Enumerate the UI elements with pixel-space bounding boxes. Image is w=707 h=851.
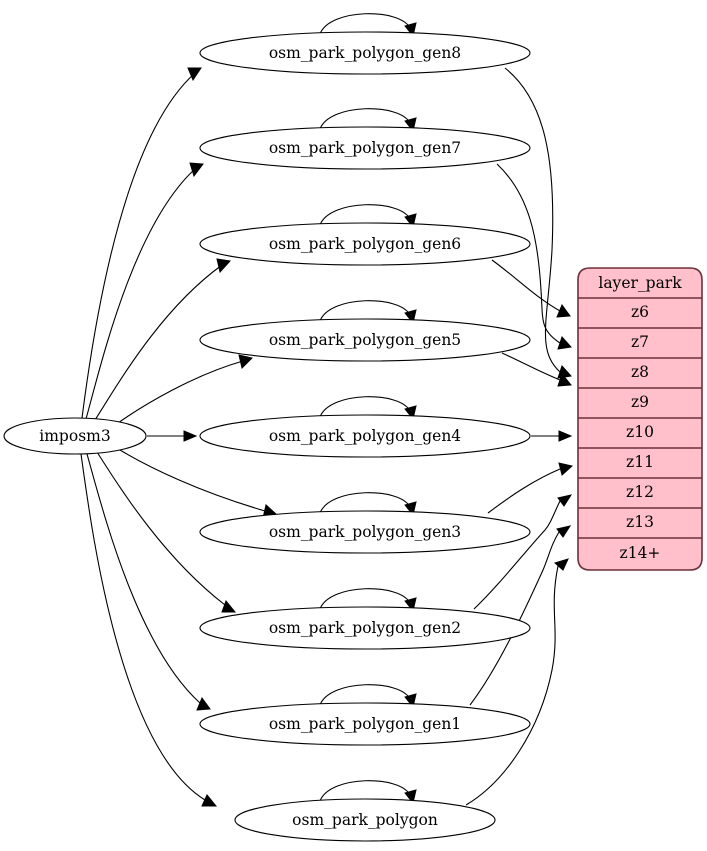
table-row-z11[interactable]: z11 — [578, 453, 702, 479]
table-row-z13[interactable]: z13 — [578, 513, 702, 539]
imposm3-label: imposm3 — [39, 427, 110, 445]
node-gen2[interactable]: osm_park_polygon_gen2 — [199, 606, 531, 650]
gen4-label: osm_park_polygon_gen4 — [269, 427, 461, 445]
gen6-label: osm_park_polygon_gen6 — [269, 235, 461, 253]
node-gen3[interactable]: osm_park_polygon_gen3 — [199, 510, 531, 554]
node-gen5[interactable]: osm_park_polygon_gen5 — [199, 318, 531, 362]
table-row-z6[interactable]: z6 — [578, 303, 702, 329]
table-row-z12[interactable]: z12 — [578, 483, 702, 509]
row-label-z14plus: z14+ — [620, 544, 661, 562]
edge-gen3-to-z11 — [487, 462, 574, 514]
gen2-label: osm_park_polygon_gen2 — [269, 619, 461, 637]
row-label-z7: z7 — [631, 333, 649, 351]
row-label-z9: z9 — [631, 393, 649, 411]
self-loop-gen4 — [319, 396, 417, 421]
node-gen6[interactable]: osm_park_polygon_gen6 — [199, 222, 531, 266]
layer-park-body — [577, 267, 703, 571]
layer-park-header-row[interactable]: layer_park — [578, 274, 702, 299]
edge-imposm3-to-gen3 — [119, 449, 277, 519]
self-loop-base — [319, 780, 417, 805]
edge-imposm3-to-gen1 — [86, 453, 211, 711]
edge-gen5-to-z9 — [501, 352, 572, 387]
row-label-z8: z8 — [631, 363, 649, 381]
edge-imposm3-to-gen7 — [85, 162, 204, 420]
edges-from-imposm3 — [80, 67, 277, 807]
edge-imposm3-to-gen6 — [94, 258, 231, 421]
edges-to-layer-park — [465, 67, 574, 806]
edge-imposm3-to-gen8 — [81, 67, 202, 419]
edge-imposm3-to-gen2 — [96, 451, 237, 613]
gen1-ellipse[interactable] — [199, 702, 531, 746]
edge-gen7-to-z7 — [496, 163, 572, 350]
edge-imposm3-to-gen5 — [117, 354, 253, 424]
edge-gen2-to-z12 — [473, 494, 573, 610]
gen5-label: osm_park_polygon_gen5 — [269, 331, 461, 349]
table-row-z9[interactable]: z9 — [578, 393, 702, 419]
edge-imposm3-to-gen4 — [147, 430, 198, 442]
gen4-ellipse[interactable] — [199, 414, 531, 458]
gen8-ellipse[interactable] — [199, 31, 531, 75]
node-layer-park-table[interactable]: layer_park z6 z7 z8 z9 — [577, 267, 703, 571]
table-row-z10[interactable]: z10 — [578, 423, 702, 449]
table-row-z8[interactable]: z8 — [578, 363, 702, 389]
node-gen4[interactable]: osm_park_polygon_gen4 — [199, 414, 531, 458]
row-label-z12: z12 — [626, 483, 654, 501]
gen2-ellipse[interactable] — [199, 606, 531, 650]
gen1-label: osm_park_polygon_gen1 — [269, 715, 461, 733]
node-gen1[interactable]: osm_park_polygon_gen1 — [199, 702, 531, 746]
gen5-ellipse[interactable] — [199, 318, 531, 362]
edge-imposm3-to-base — [80, 453, 218, 807]
gen7-label: osm_park_polygon_gen7 — [269, 139, 461, 157]
node-base[interactable]: osm_park_polygon — [234, 798, 496, 842]
edge-gen4-to-z10 — [531, 430, 573, 442]
base-ellipse[interactable] — [234, 798, 496, 842]
layer-park-header-label: layer_park — [598, 274, 682, 292]
edge-base-to-z14plus — [465, 558, 569, 806]
node-gen8[interactable]: osm_park_polygon_gen8 — [199, 31, 531, 75]
imposm3-ellipse[interactable] — [3, 417, 147, 455]
gen8-label: osm_park_polygon_gen8 — [269, 44, 461, 62]
row-label-z10: z10 — [626, 423, 654, 441]
gen3-label: osm_park_polygon_gen3 — [269, 523, 461, 541]
row-label-z13: z13 — [626, 513, 654, 531]
edge-gen1-to-z13 — [469, 525, 572, 706]
gen7-ellipse[interactable] — [199, 126, 531, 170]
table-row-z14plus[interactable]: z14+ — [620, 544, 661, 562]
table-row-z7[interactable]: z7 — [578, 333, 702, 359]
edge-gen6-to-z6 — [491, 259, 571, 318]
gen3-ellipse[interactable] — [199, 510, 531, 554]
row-label-z11: z11 — [626, 453, 654, 471]
row-label-z6: z6 — [631, 303, 649, 321]
node-imposm3[interactable]: imposm3 — [3, 417, 147, 455]
node-gen7[interactable]: osm_park_polygon_gen7 — [199, 126, 531, 170]
gen6-ellipse[interactable] — [199, 222, 531, 266]
base-label: osm_park_polygon — [292, 811, 438, 829]
